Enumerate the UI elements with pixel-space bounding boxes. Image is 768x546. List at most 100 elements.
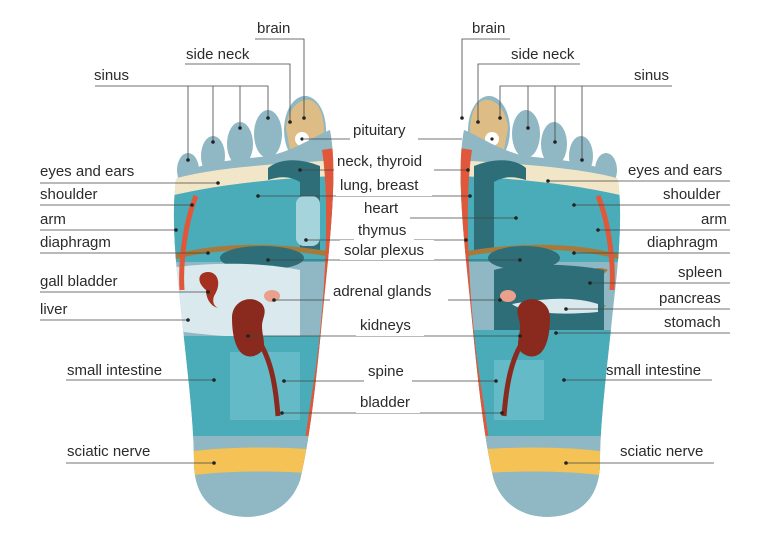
label-shoulder-left: shoulder — [40, 186, 98, 203]
dot-sinus-right-4 — [580, 158, 584, 162]
label-heart: heart — [364, 200, 399, 217]
label-kidneys: kidneys — [360, 317, 411, 334]
label-brain-left: brain — [257, 20, 290, 37]
dot-sciatic-left — [212, 461, 216, 465]
label-arm-left: arm — [40, 211, 66, 228]
bg-neck — [334, 151, 434, 171]
label-eyes-ears-left: eyes and ears — [40, 163, 134, 180]
label-bladder: bladder — [360, 394, 410, 411]
dot-heart — [514, 216, 518, 220]
right-adrenal — [500, 290, 516, 302]
bg-lung — [336, 176, 432, 196]
left-heart-area — [296, 196, 320, 246]
right-diaphragm-line — [460, 244, 621, 261]
bg-heart — [360, 199, 410, 219]
dot-eyes-right — [546, 179, 550, 183]
label-diaphragm-right: diaphragm — [647, 234, 718, 251]
dot-brain-left — [302, 116, 306, 120]
leader-side-neck-left — [185, 63, 291, 122]
dot-sinus-left-4 — [186, 158, 190, 162]
bg-adrenal — [330, 281, 448, 301]
label-thymus: thymus — [358, 222, 406, 239]
label-pancreas: pancreas — [659, 290, 721, 307]
leader-dots — [174, 116, 600, 465]
right-foot — [460, 96, 621, 517]
label-sciatic-right: sciatic nerve — [620, 443, 703, 460]
dot-stomach — [554, 331, 558, 335]
left-sole — [173, 130, 334, 517]
dot-shoulder-right — [572, 203, 576, 207]
dot-bladder-left — [280, 411, 284, 415]
label-arm-right: arm — [701, 211, 727, 228]
dot-sinus-left-3 — [211, 140, 215, 144]
dot-adrenal-right — [498, 298, 502, 302]
right-pituitary-dot — [490, 137, 494, 141]
dot-solar-left — [266, 258, 270, 262]
leader-side-neck-right — [477, 63, 580, 122]
label-spleen: spleen — [678, 264, 722, 281]
label-diaphragm-left: diaphragm — [40, 234, 111, 251]
label-pituitary: pituitary — [353, 122, 406, 139]
dot-lung-left — [256, 194, 260, 198]
label-adrenal-glands: adrenal glands — [333, 283, 431, 300]
dot-bladder-right — [500, 411, 504, 415]
label-sciatic-left: sciatic nerve — [67, 443, 150, 460]
left-adrenal — [264, 290, 280, 302]
label-stomach: stomach — [664, 314, 721, 331]
right-intestine-light — [494, 360, 544, 420]
center-label-backgrounds — [330, 120, 448, 413]
bg-kidneys — [356, 316, 424, 336]
right-sole — [460, 130, 621, 517]
dot-spleen — [588, 281, 592, 285]
left-toe-2 — [254, 110, 282, 158]
dot-thymus-left — [304, 238, 308, 242]
dot-sinus-left-1 — [266, 116, 270, 120]
label-side-neck-right: side neck — [511, 46, 575, 63]
left-foot — [173, 96, 334, 517]
label-lung-breast: lung, breast — [340, 177, 419, 194]
label-sinus-right: sinus — [634, 67, 669, 84]
right-lung-area — [460, 176, 621, 262]
dot-solar-right — [518, 258, 522, 262]
label-shoulder-right: shoulder — [663, 186, 721, 203]
leader-sinus-left — [95, 85, 269, 118]
left-sciatic-band — [186, 447, 334, 476]
label-side-neck-left: side neck — [186, 46, 250, 63]
leader-sinus-right — [499, 85, 672, 118]
dot-eyes-left — [216, 181, 220, 185]
dot-intestine-left — [212, 378, 216, 382]
dot-shoulder-left — [190, 203, 194, 207]
dot-arm-left — [174, 228, 178, 232]
dot-kidney-right — [518, 334, 522, 338]
dot-spine-left — [282, 379, 286, 383]
dot-side-neck-right — [476, 120, 480, 124]
label-solar-plexus: solar plexus — [344, 242, 424, 259]
left-ureter — [255, 338, 281, 417]
bg-pituitary — [350, 120, 418, 140]
dot-adrenal-left — [272, 298, 276, 302]
right-arm-line — [595, 195, 615, 291]
label-brain-right: brain — [472, 20, 505, 37]
dot-sinus-right-3 — [553, 140, 557, 144]
label-spine: spine — [368, 363, 404, 380]
left-toe-3 — [227, 122, 253, 166]
dot-thymus-right — [464, 238, 468, 242]
dot-diaphragm-left — [206, 251, 210, 255]
left-gallbladder — [199, 272, 219, 308]
dot-kidney-left — [246, 334, 250, 338]
right-solar-plexus — [488, 246, 560, 270]
label-small-intestine-right: small intestine — [606, 362, 701, 379]
dot-gall — [206, 290, 210, 294]
right-ureter — [501, 338, 527, 417]
label-small-intestine-left: small intestine — [67, 362, 162, 379]
bg-thymus — [354, 221, 414, 241]
dot-intestine-right — [562, 378, 566, 382]
right-toe-3 — [541, 122, 567, 166]
dot-sciatic-right — [564, 461, 568, 465]
bg-spine — [364, 362, 412, 382]
dot-neck-left — [298, 168, 302, 172]
dot-sinus-left-2 — [238, 126, 242, 130]
dot-sinus-right-1 — [498, 116, 502, 120]
labels: brain side neck sinus brain side neck si… — [40, 20, 727, 460]
